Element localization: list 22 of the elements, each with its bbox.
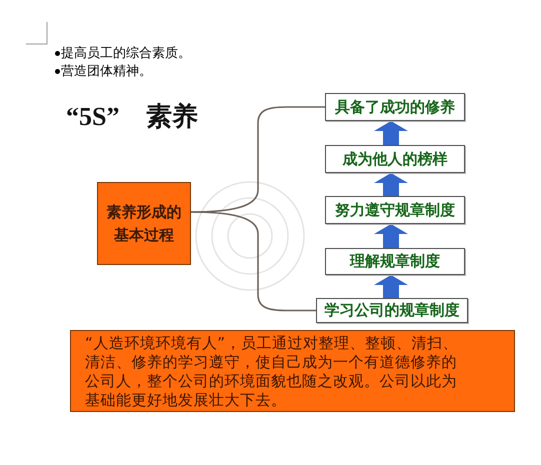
step-box <box>325 145 465 173</box>
note-text: “人造环境环境有人”，员工通过对整理、整顿、清扫、清洁、修养的学习遵守，使自己成为一个有道德修养的公司人，整个公司的环境面貌也随之改观。公司以此为基础能更好地发展壮大下去。 <box>85 334 460 410</box>
block-arrow <box>374 173 408 196</box>
step-box <box>325 93 465 121</box>
topic-label: 素养形成的基本过程 <box>106 202 182 246</box>
topic-box <box>97 182 191 265</box>
note-box <box>70 330 515 412</box>
step-box <box>325 196 465 224</box>
step-box <box>316 298 468 323</box>
step-label: 具备了成功的修养 <box>335 98 455 116</box>
block-arrow <box>374 224 408 248</box>
step-box <box>325 248 465 275</box>
bullet-text: 营造团体精神。 <box>61 63 152 80</box>
step-label: 学习公司的规章制度 <box>324 301 460 320</box>
block-arrow <box>374 275 408 298</box>
bullet-text: 提高员工的综合素质。 <box>61 45 191 62</box>
brace-line <box>191 211 316 312</box>
block-arrow <box>374 121 408 145</box>
slide-title: “5S” 素养 <box>66 102 198 132</box>
step-label: 理解规章制度 <box>350 252 440 271</box>
step-label: 努力遵守规章制度 <box>335 200 455 220</box>
step-label: 成为他人的榜样 <box>342 150 448 168</box>
